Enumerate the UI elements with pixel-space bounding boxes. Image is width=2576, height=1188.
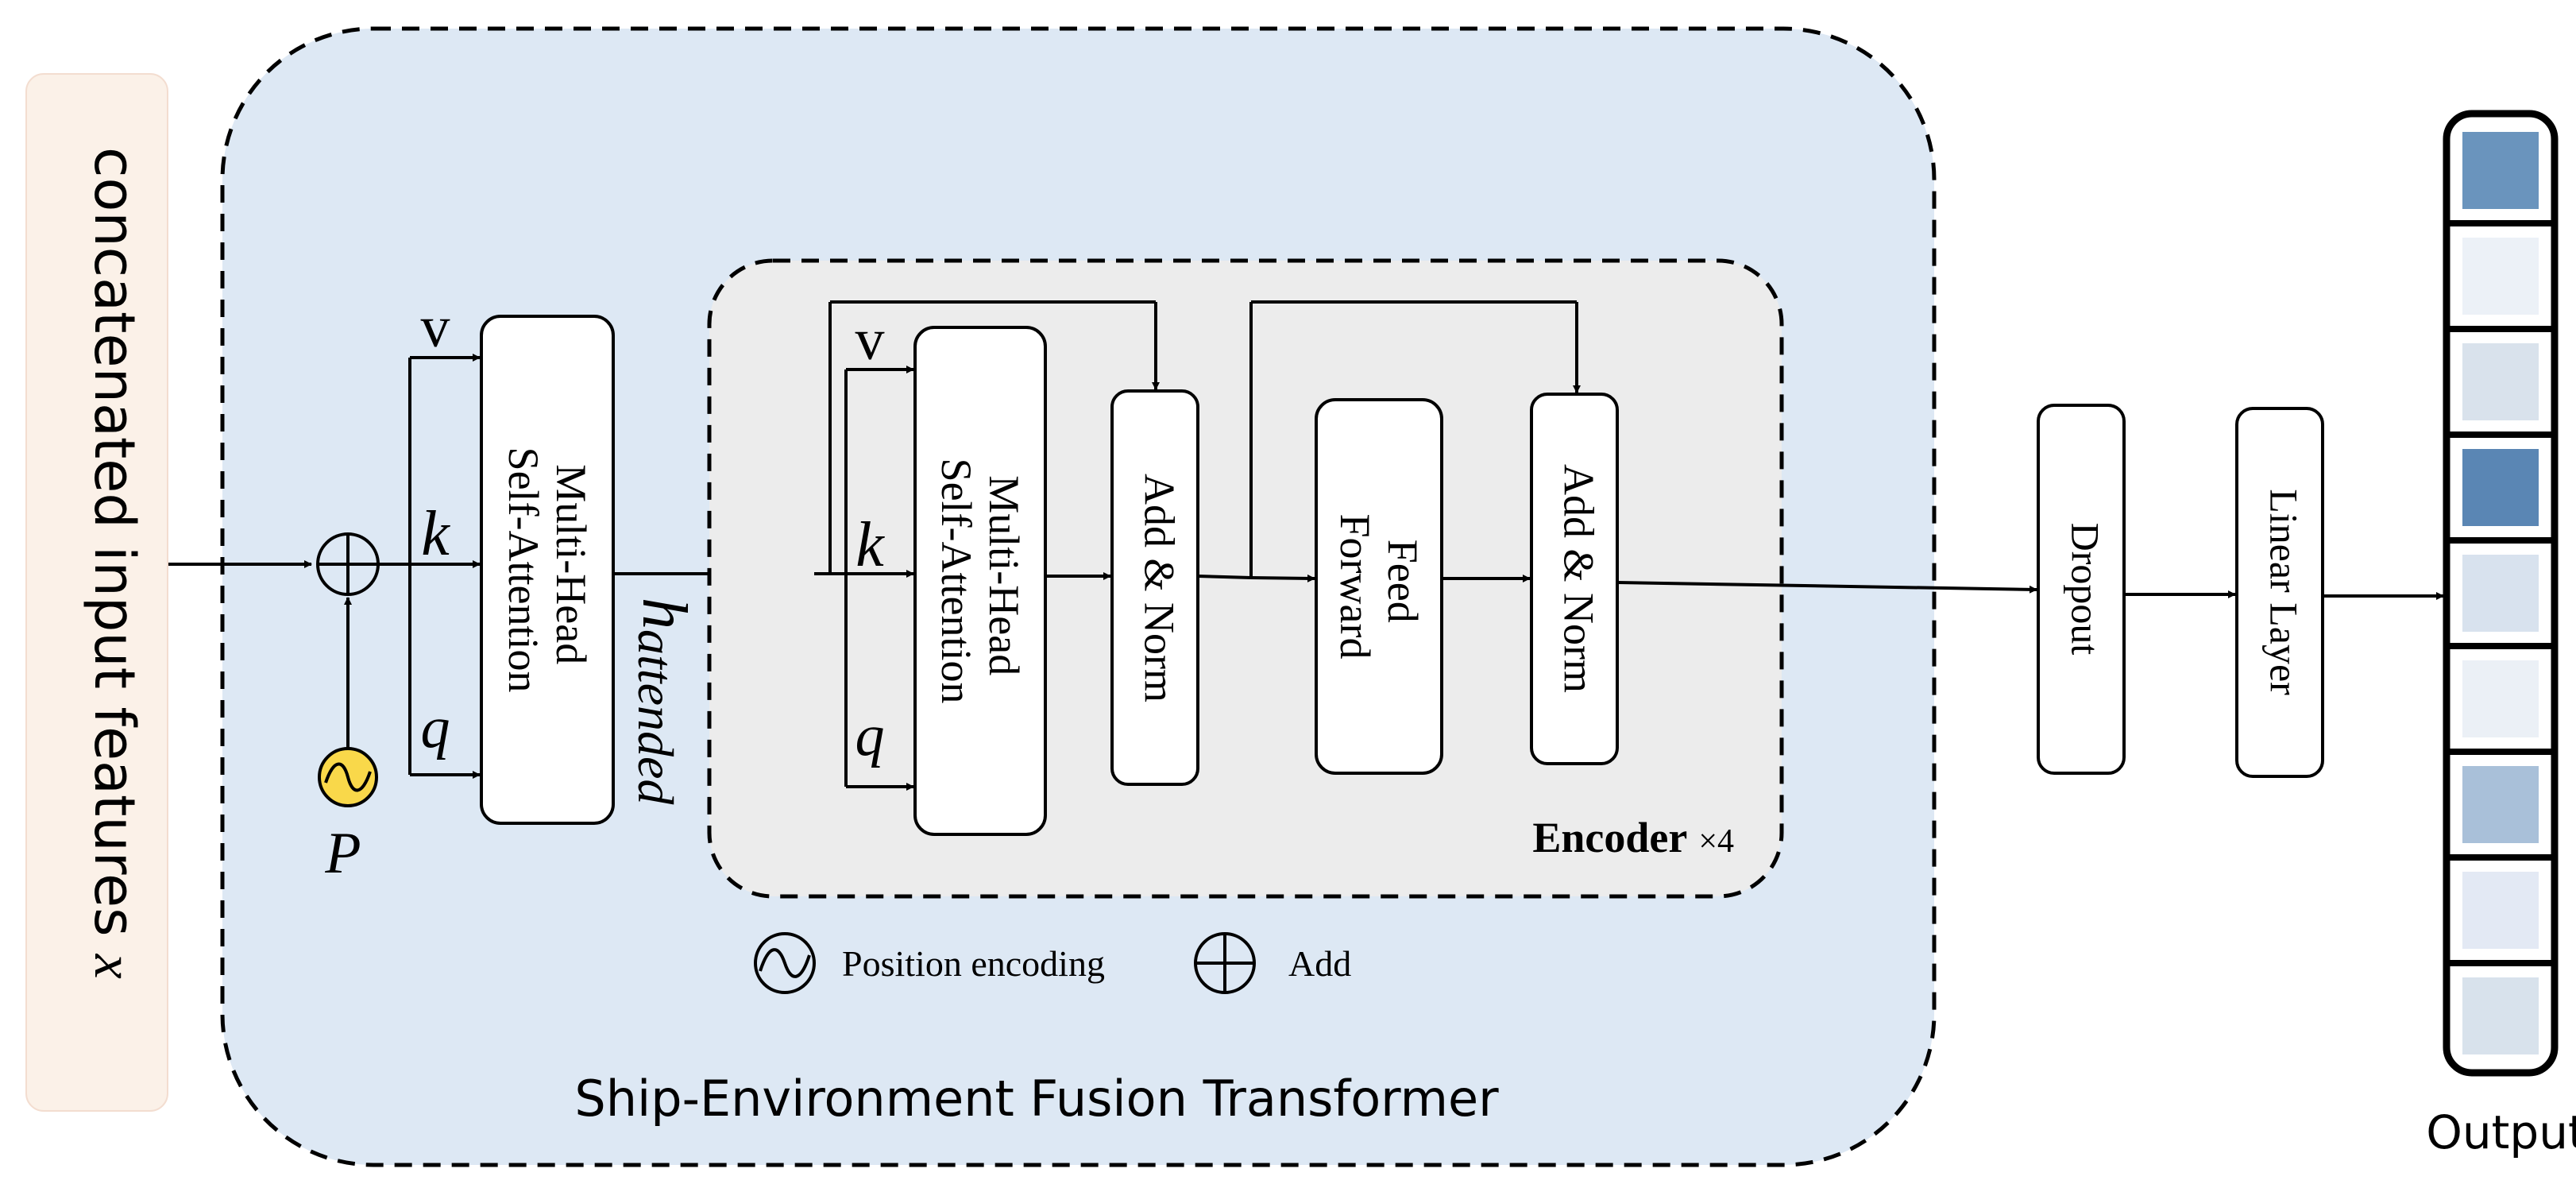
legend-add-label: Add — [1288, 943, 1351, 984]
mhsa-block-2-label: Multi-Head Self-Attention — [933, 459, 1028, 704]
output-cell — [2462, 555, 2539, 632]
q-label-1: q — [421, 695, 450, 760]
output-cell — [2462, 872, 2539, 949]
output-cell — [2462, 660, 2539, 737]
output-cell — [2462, 132, 2539, 209]
encoder-title: Encoder×4 — [1532, 814, 1734, 861]
add-norm-block-2 — [1530, 393, 1619, 765]
add-norm-block-1-label: Add & Norm — [1136, 474, 1184, 702]
k-label-1: k — [421, 499, 450, 569]
v-label-1: v — [421, 295, 450, 360]
mhsa-block-2 — [913, 326, 1047, 836]
addnorm-to-ff-arrow — [1250, 574, 1315, 582]
add-norm-block-1 — [1110, 389, 1199, 786]
output-label: Output — [2426, 1105, 2576, 1159]
encoder-to-dropout-arrow — [1616, 581, 2037, 594]
add-node — [316, 532, 380, 596]
fusion-transformer-title: Ship-Environment Fusion Transformer — [574, 1070, 1499, 1128]
output-cell — [2462, 238, 2539, 315]
feed-forward-label: Feed Forward — [1331, 514, 1427, 660]
output-cell — [2462, 977, 2539, 1054]
output-cells — [2450, 132, 2551, 1054]
linear-layer-label: Linear Layer — [2262, 489, 2307, 695]
add-norm-block-2-label: Add & Norm — [1555, 464, 1603, 693]
mhsa-block-1-label: Multi-Head Self-Attention — [500, 447, 595, 693]
input-features-panel — [25, 73, 168, 1112]
legend-add: Add — [1194, 932, 1351, 994]
linear-layer-block — [2235, 407, 2324, 778]
position-encoding-node — [318, 747, 378, 807]
output-cell — [2462, 449, 2539, 526]
h-attended-label: hattended — [628, 598, 699, 805]
legend-position-encoding: Position encoding — [754, 932, 1105, 994]
legend-position-encoding-label: Position encoding — [842, 943, 1105, 984]
feed-forward-block — [1315, 398, 1443, 775]
position-encoding-symbol: P — [324, 821, 361, 886]
q-label-2: q — [855, 703, 885, 768]
input-features-label: concatenated input features x — [82, 147, 147, 979]
output-cell — [2462, 766, 2539, 843]
dropout-label: Dropout — [2064, 523, 2108, 656]
mhsa-block-1 — [480, 315, 615, 825]
output-cell — [2462, 343, 2539, 420]
legend-wave-icon — [754, 932, 816, 994]
dropout-block — [2037, 404, 2126, 775]
k-label-2: k — [855, 510, 885, 580]
v-label-2: v — [855, 308, 885, 373]
